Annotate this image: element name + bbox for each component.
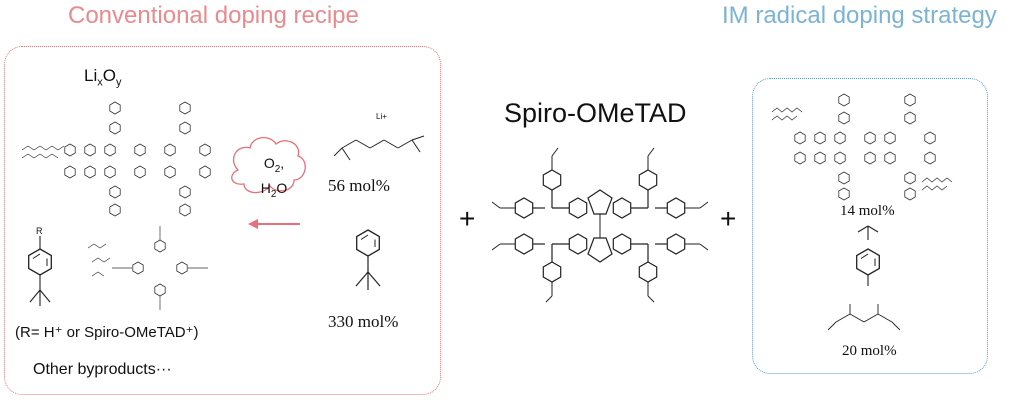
spiro-ometad-molecule: [491, 147, 709, 303]
litfsi-amount: 56 mol%: [328, 176, 390, 195]
lixoy-label: LixOy: [84, 66, 122, 89]
tbp-molecule-left: [355, 229, 381, 290]
title-im-radical-doping: IM radical doping strategy: [722, 2, 997, 29]
conventional-panel: [4, 46, 441, 395]
plus-sign-left: +: [459, 203, 476, 234]
r-group-label: R: [36, 226, 43, 236]
li-tbp-complex-molecule: [87, 226, 208, 310]
tfsi-anion-right: [827, 304, 901, 331]
li-plus-label: Li+: [376, 112, 387, 121]
cloud-label: O2, H2O: [260, 155, 288, 200]
plus-sign-right: +: [720, 203, 737, 234]
radical-amount: 14 mol%: [840, 203, 895, 219]
spiro-ometad-label: Spiro-OMeTAD: [504, 98, 687, 128]
doped-spiro-molecule-left: [21, 101, 211, 217]
tfsi-amount: 20 mol%: [842, 343, 897, 359]
tbp-amount: 330 mol%: [328, 312, 399, 331]
o2-h2o-cloud: [231, 137, 306, 194]
title-conventional-doping: Conventional doping recipe: [68, 2, 359, 29]
other-byproducts: Other byproducts···: [33, 361, 172, 378]
r-group-note: (R= H⁺ or Spiro-OMeTAD⁺): [15, 324, 199, 341]
r-pyridinium-molecule: [28, 236, 52, 306]
radical-spiro-molecule-right: [771, 93, 953, 201]
tbp-molecule-right: [856, 225, 880, 286]
litfsi-molecule: [333, 135, 425, 161]
im-radical-panel: [752, 78, 988, 374]
reaction-arrow: [248, 219, 300, 229]
